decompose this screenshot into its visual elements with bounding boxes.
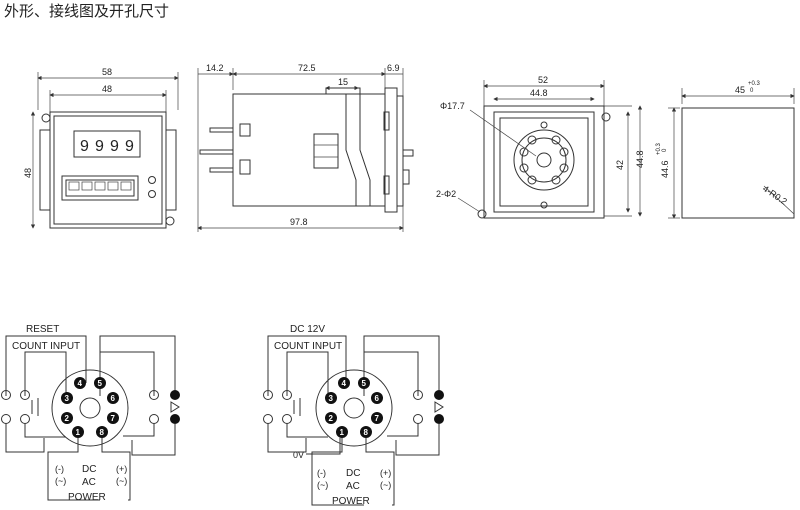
pin-1: 1	[340, 428, 345, 437]
power-dc-pos: (+)	[380, 468, 391, 478]
cutout-width: 45	[735, 85, 745, 95]
power-dc-neg: (-)	[55, 464, 64, 474]
display-digit-3: 9	[110, 138, 119, 155]
side-dim-total: 97.8	[290, 217, 308, 227]
power-ac-neg: (~)	[317, 480, 328, 490]
side-dim-clip: 15	[338, 77, 348, 87]
display-digit-2: 9	[95, 138, 104, 155]
front-view: 58 48 48 9 9 9 9	[23, 67, 179, 229]
display-digit-1: 9	[80, 138, 89, 155]
back-mount-holes: 2-Φ2	[436, 189, 456, 199]
wiring-diagram-dc12v: DC 12V COUNT INPUT 0V 1 2 3 4 5 6 7 8 (-…	[263, 324, 444, 507]
pin-2: 2	[65, 414, 70, 423]
dc12v-label: DC 12V	[290, 324, 325, 335]
power-dc: DC	[82, 464, 96, 475]
back-center-hole: Φ17.7	[440, 101, 465, 111]
pin-6: 6	[375, 394, 380, 403]
power-ac-neg: (~)	[55, 476, 66, 486]
pin-4: 4	[78, 379, 83, 388]
pin-2: 2	[329, 414, 334, 423]
side-view: 14.2 72.5 6.9 15 97.8	[197, 63, 414, 232]
cutout-width-tol-lower: 0	[750, 88, 754, 94]
front-width-outer: 58	[102, 67, 112, 77]
cutout-height: 44.6	[660, 160, 670, 178]
pin-6: 6	[111, 394, 116, 403]
panel-cutout: 45 +0.3 0 44.6 +0.3 0 4-R0.2	[656, 81, 795, 219]
power-label: POWER	[68, 492, 106, 503]
back-height-inner: 42	[615, 160, 625, 170]
back-height-outer: 44.8	[635, 150, 645, 168]
pin-8: 8	[100, 428, 105, 437]
wiring-diagram-reset: RESET COUNT INPUT 1 2 3 4 5 6 7 8	[1, 324, 180, 503]
cutout-corner-radius: 4-R0.2	[761, 183, 789, 206]
page-title: 外形、接线图及开孔尺寸	[4, 2, 170, 20]
cutout-height-tol-upper: +0.3	[656, 142, 662, 155]
mount-hole-icon	[477, 209, 487, 219]
pin-7: 7	[375, 414, 380, 423]
back-width-inner: 44.8	[530, 88, 548, 98]
mount-hole-icon	[601, 112, 611, 122]
pin-5: 5	[98, 379, 103, 388]
pin-8: 8	[364, 428, 369, 437]
power-ac: AC	[82, 477, 96, 488]
side-dim-left: 14.2	[206, 63, 224, 73]
power-dc: DC	[346, 468, 360, 479]
power-label: POWER	[332, 496, 370, 507]
display-digit-4: 9	[125, 138, 134, 155]
pin-5: 5	[362, 379, 367, 388]
pin-7: 7	[111, 414, 116, 423]
front-width-inner: 48	[102, 84, 112, 94]
back-view: 52 44.8 42 44.8 Φ17.7 2-Φ2	[436, 75, 645, 219]
reset-label: RESET	[26, 324, 59, 335]
zero-v-label: 0V	[293, 450, 304, 460]
cutout-width-tol-upper: +0.3	[748, 81, 761, 87]
indicator-led-icon	[148, 190, 156, 198]
pin-4: 4	[342, 379, 347, 388]
back-width-outer: 52	[538, 75, 548, 85]
side-dim-body: 72.5	[298, 63, 316, 73]
power-dc-neg: (-)	[317, 468, 326, 478]
cutout-height-tol-lower: 0	[662, 148, 668, 152]
pin-3: 3	[65, 394, 70, 403]
power-ac-pos: (~)	[380, 480, 391, 490]
power-ac: AC	[346, 481, 360, 492]
front-height: 48	[23, 168, 33, 178]
power-ac-pos: (~)	[116, 476, 127, 486]
pin-1: 1	[76, 428, 81, 437]
count-input-label: COUNT INPUT	[274, 341, 342, 352]
indicator-led-icon	[148, 176, 156, 184]
pin-3: 3	[329, 394, 334, 403]
count-input-label: COUNT INPUT	[12, 341, 80, 352]
side-dim-right: 6.9	[387, 63, 400, 73]
power-dc-pos: (+)	[116, 464, 127, 474]
